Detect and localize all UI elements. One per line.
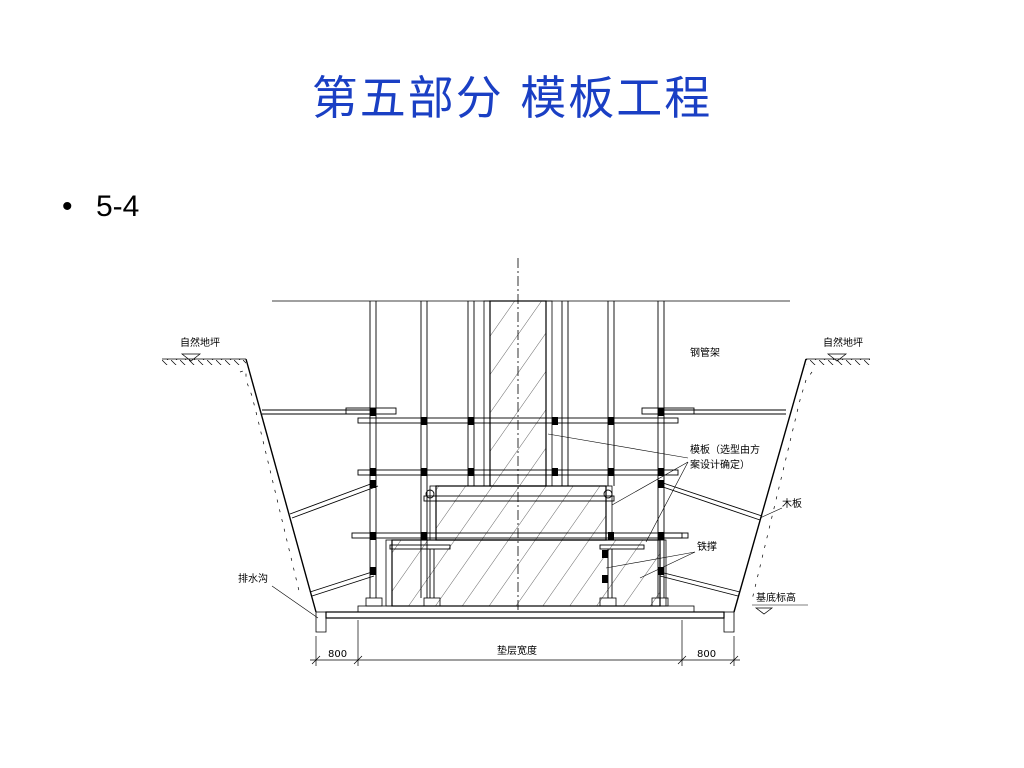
dimension-right-value: 800: [697, 649, 716, 660]
footing-step: [435, 485, 607, 541]
label-formwork-line1: 模板（选型由方: [690, 443, 760, 456]
label-formwork-line2: 案设计确定）: [690, 458, 750, 471]
bullet-item: • 5-4: [62, 190, 139, 224]
leader-drainage: [271, 585, 319, 619]
base-formwork-left: [385, 539, 393, 607]
label-iron-brace: 铁撑: [697, 540, 717, 553]
leader-iron-brace: [605, 551, 696, 569]
clamp-joints: [370, 408, 664, 583]
slope-hatch-left: [239, 369, 301, 596]
base-elevation-marker: [754, 607, 774, 615]
scaffold-verticals: [369, 301, 665, 598]
ground-marker-left: [180, 353, 202, 362]
drainage-ditch-right: [723, 612, 735, 633]
drainage-ditch-left: [315, 612, 327, 633]
footing-base: [391, 539, 661, 607]
label-base-elevation: 基底标高: [756, 591, 796, 604]
label-wood-board: 木板: [782, 497, 802, 510]
leader-wood-board: [759, 507, 783, 519]
leader-iron-brace-2: [639, 551, 696, 579]
label-drainage-ditch: 排水沟: [238, 572, 268, 585]
ground-marker-right: [826, 353, 848, 362]
step-formwork-left: [429, 485, 437, 541]
leader-formwork-1: [547, 433, 689, 459]
label-steel-scaffold: 钢管架: [690, 346, 720, 359]
slope-right: [733, 358, 807, 613]
label-ground-right: 自然地坪: [823, 336, 863, 349]
slope-left: [245, 358, 317, 613]
bullet-text: 5-4: [96, 190, 140, 223]
slide-title: 第五部分 模板工程: [311, 71, 713, 125]
column-concrete: [489, 300, 547, 487]
step-formwork-right: [605, 485, 613, 541]
column-formwork-right: [545, 300, 553, 487]
dimension-center-label: 垫层宽度: [497, 644, 537, 657]
label-ground-left: 自然地坪: [180, 336, 220, 349]
slope-braces: [262, 407, 786, 597]
cushion-layer: [325, 611, 725, 619]
bullet-symbol: •: [62, 190, 73, 223]
scaffold-horizontals: [351, 417, 683, 539]
leader-formwork-2: [611, 461, 689, 506]
slope-hatch-right: [751, 371, 813, 601]
leader-formwork-3: [645, 461, 689, 543]
dimension-left-value: 800: [328, 649, 347, 660]
column-formwork-left: [483, 300, 491, 487]
